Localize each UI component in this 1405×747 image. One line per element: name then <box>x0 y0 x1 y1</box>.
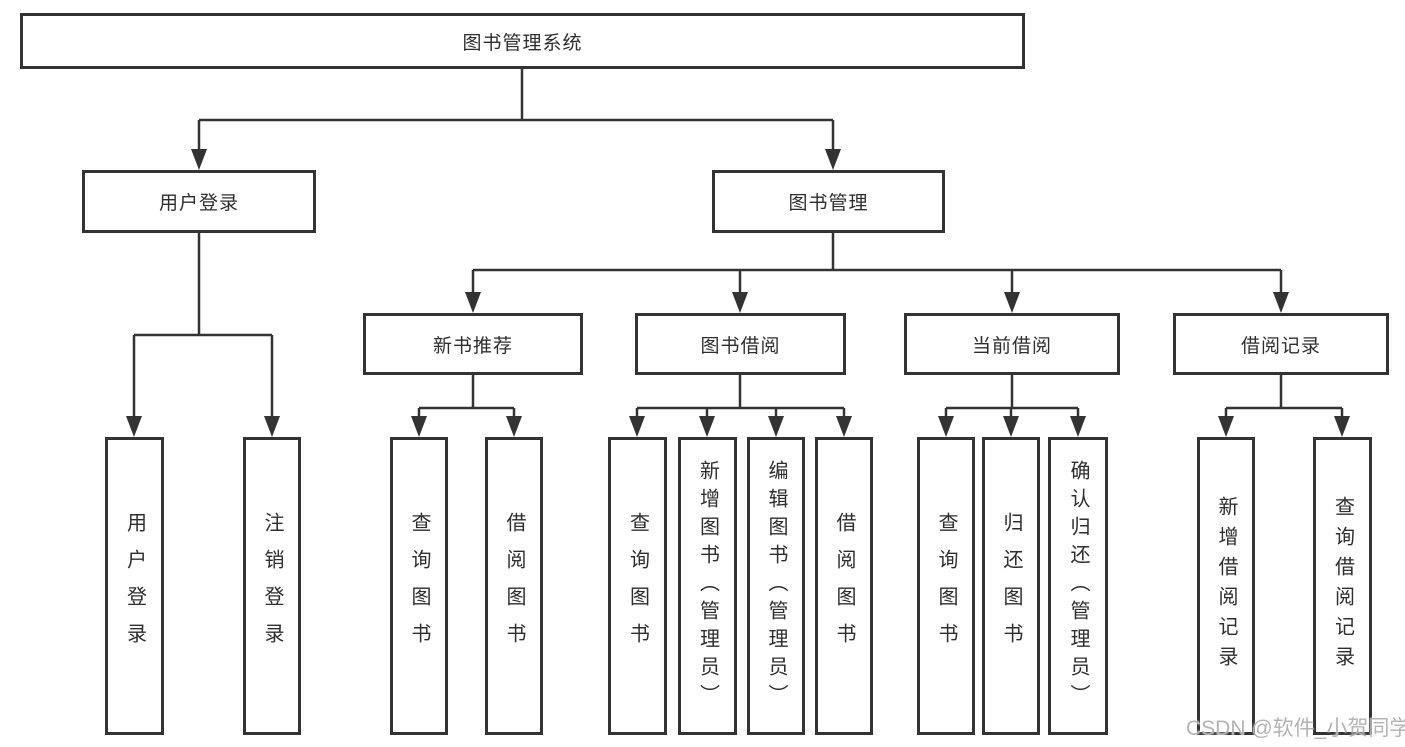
leaf-add-borrow-record: 新增借阅记录 <box>1197 437 1255 735</box>
leaf-borrow-books-1: 借阅图书 <box>485 437 543 735</box>
node-label: 当前借阅 <box>971 335 1052 357</box>
leaf-confirm-return-admin: 确认归还（管理员） <box>1048 437 1108 735</box>
node-label: 查询图书 <box>935 512 957 660</box>
leaf-edit-book-admin: 编辑图书（管理员） <box>747 437 805 735</box>
leaf-query-books-1: 查询图书 <box>390 437 448 735</box>
node-label: 归还图书 <box>1000 512 1022 660</box>
node-current-borrow: 当前借阅 <box>904 313 1120 375</box>
node-user-login: 用户登录 <box>82 170 316 233</box>
leaf-query-books-3: 查询图书 <box>917 437 975 735</box>
leaf-logout: 注销登录 <box>243 437 301 735</box>
arrowhead-icons <box>126 149 1350 437</box>
leaf-user-login: 用户登录 <box>105 437 164 735</box>
connector-new-book-rec-to-leaves <box>417 375 516 419</box>
connector-book-borrow-to-leaves <box>635 375 846 419</box>
connector-root-to-level2 <box>197 69 835 152</box>
node-label: 查询图书 <box>626 512 649 660</box>
node-label: 注销登录 <box>261 512 283 660</box>
node-label: 图书管理系统 <box>462 32 583 54</box>
node-new-book-recommend: 新书推荐 <box>363 313 583 375</box>
node-label: 借阅图书 <box>833 512 855 660</box>
connector-book-mgmt-to-level3 <box>471 233 1283 295</box>
leaf-return-books: 归还图书 <box>982 437 1040 735</box>
node-label: 查询图书 <box>408 512 430 660</box>
node-label: 确认归还（管理员） <box>1067 460 1089 712</box>
leaf-borrow-books-2: 借阅图书 <box>815 437 873 735</box>
node-label: 新增图书（管理员） <box>696 460 719 712</box>
leaf-add-book-admin: 新增图书（管理员） <box>678 437 737 735</box>
node-borrow-records: 借阅记录 <box>1173 313 1389 375</box>
node-label: 图书管理 <box>788 193 869 214</box>
node-book-borrow: 图书借阅 <box>635 313 846 375</box>
node-label: 借阅记录 <box>1240 335 1321 357</box>
node-label: 新增借阅记录 <box>1215 496 1237 676</box>
connector-user-login-to-leaves <box>132 233 274 419</box>
leaf-query-books-2: 查询图书 <box>608 437 667 735</box>
node-label: 图书借阅 <box>700 335 781 357</box>
node-book-management: 图书管理 <box>712 170 945 233</box>
connector-borrow-records-to-leaves <box>1224 375 1344 419</box>
node-label: 用户登录 <box>123 512 146 660</box>
node-label: 借阅图书 <box>503 512 525 660</box>
node-label: 编辑图书（管理员） <box>765 460 787 712</box>
node-root: 图书管理系统 <box>20 13 1025 69</box>
watermark: CSDN @软件_小贺同学 <box>1186 717 1405 740</box>
node-label: 用户登录 <box>158 193 239 214</box>
node-label: 查询借阅记录 <box>1331 496 1354 676</box>
node-label: 新书推荐 <box>432 335 513 357</box>
leaf-query-borrow-record: 查询借阅记录 <box>1313 437 1372 735</box>
connector-current-borrow-to-leaves <box>944 375 1080 419</box>
